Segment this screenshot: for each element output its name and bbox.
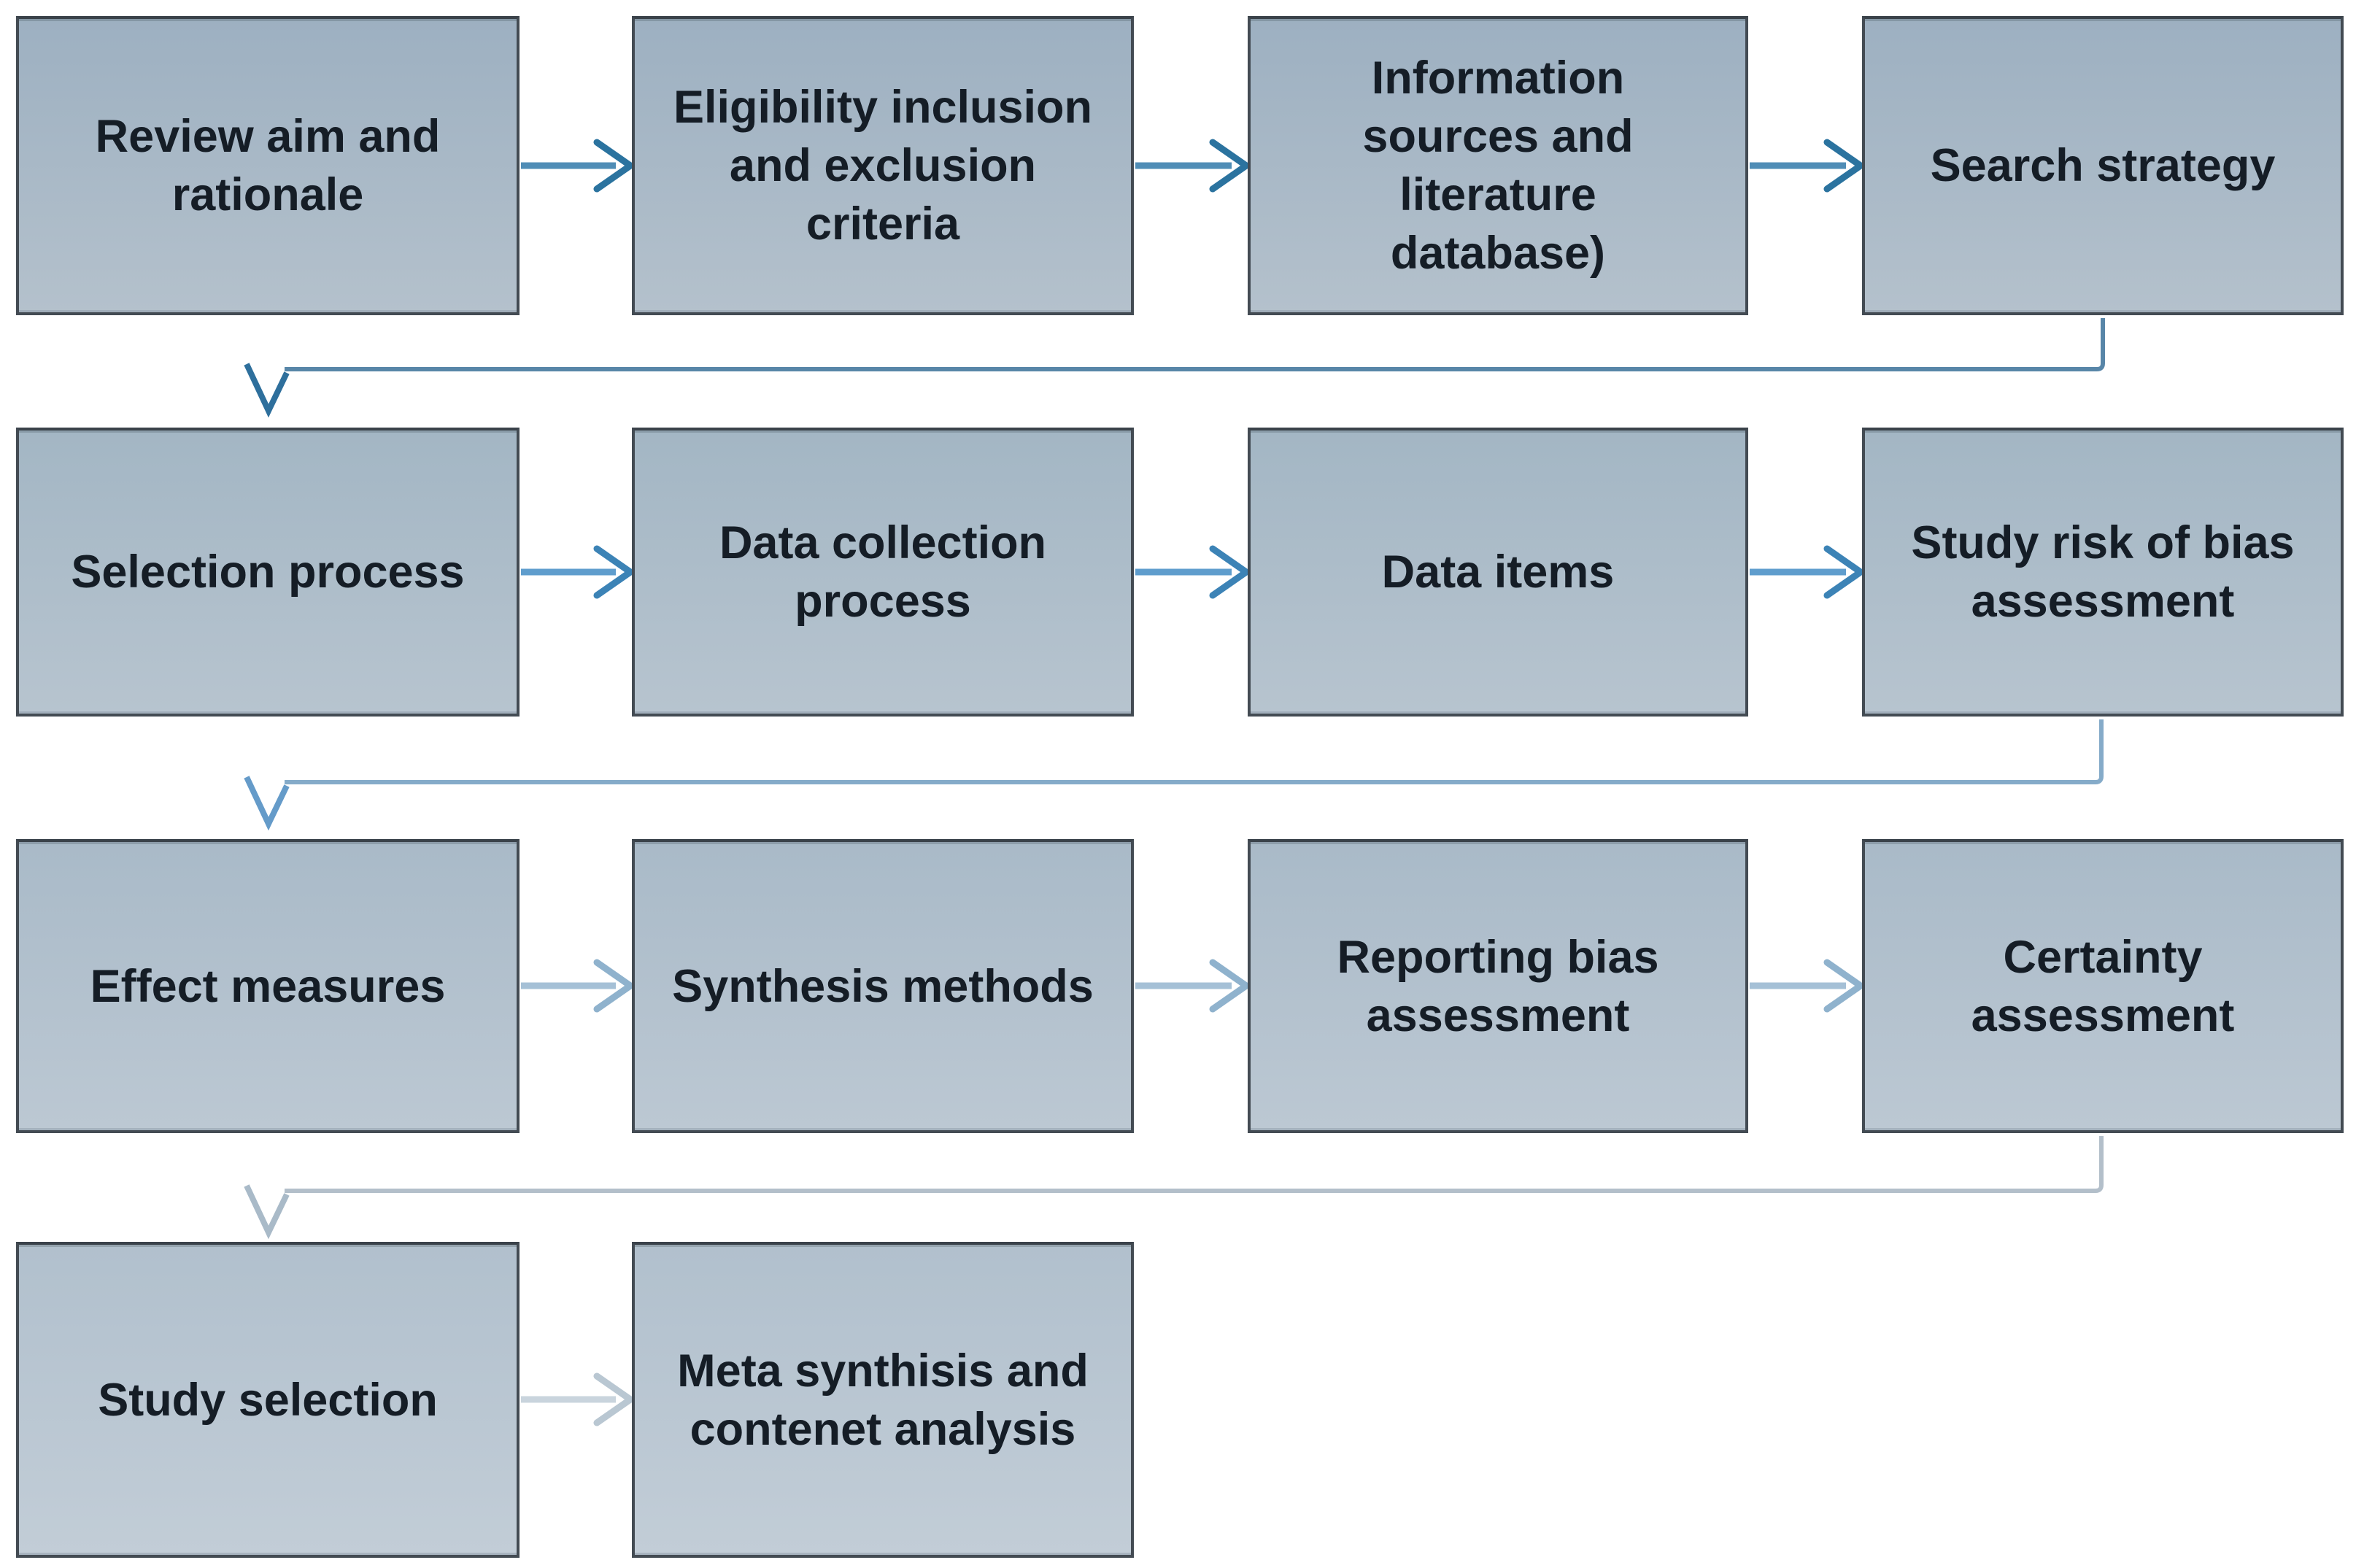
arrow-right-icon [521, 959, 636, 1013]
flow-step-meta-synthesis: Meta synthisis and contenet analysis [632, 1242, 1134, 1558]
flow-step-certainty-assessment: Certainty assessment [1862, 839, 2344, 1133]
elbow-connector-down [244, 719, 2104, 831]
elbow-connector-down [244, 1136, 2104, 1240]
flow-step-review-aim-and-rationale: Review aim and rationale [16, 16, 520, 315]
flow-step-reporting-bias: Reporting bias assessment [1248, 839, 1748, 1133]
elbow-connector-down [244, 318, 2105, 418]
arrow-right-icon [521, 545, 636, 599]
arrow-right-icon [521, 139, 636, 193]
flow-step-selection-process: Selection process [16, 428, 520, 717]
arrow-right-icon [1135, 139, 1252, 193]
arrow-right-icon [1750, 545, 1866, 599]
flow-step-data-collection-process: Data collection process [632, 428, 1134, 717]
arrow-right-icon [1750, 959, 1866, 1013]
flow-step-data-items: Data items [1248, 428, 1748, 717]
flow-step-information-sources: Information sources and literature datab… [1248, 16, 1748, 315]
flow-step-eligibility-criteria: Eligibility inclusion and exclusion crit… [632, 16, 1134, 315]
arrow-right-icon [1135, 545, 1252, 599]
flow-step-study-selection: Study selection [16, 1242, 520, 1558]
flow-step-effect-measures: Effect measures [16, 839, 520, 1133]
arrow-right-icon [521, 1372, 636, 1426]
flow-step-synthesis-methods: Synthesis methods [632, 839, 1134, 1133]
flow-step-search-strategy: Search strategy [1862, 16, 2344, 315]
arrow-right-icon [1135, 959, 1252, 1013]
flow-step-study-risk-of-bias: Study risk of bias assessment [1862, 428, 2344, 717]
arrow-right-icon [1750, 139, 1866, 193]
